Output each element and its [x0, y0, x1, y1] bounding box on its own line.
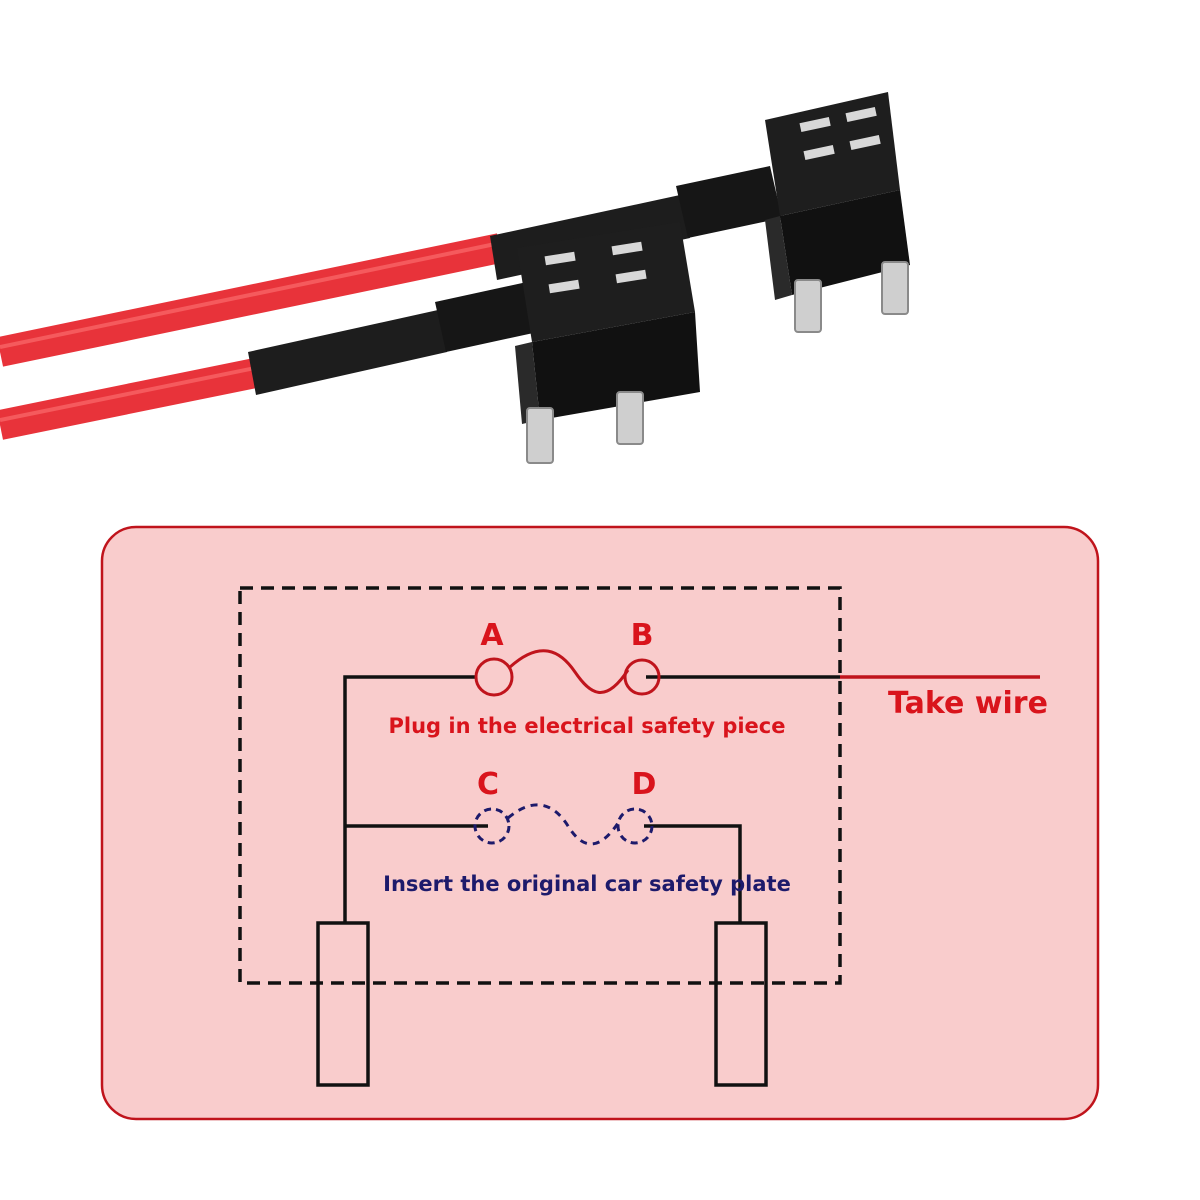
front-blade-right — [616, 391, 644, 445]
front-blade-left — [526, 407, 554, 464]
right-circuit-line — [644, 824, 742, 923]
red-wire-upper — [0, 233, 504, 367]
right-blade-terminal — [714, 921, 768, 1087]
fuse-element-top — [508, 649, 630, 694]
terminal-b-circle — [623, 658, 661, 696]
label-a: A — [480, 618, 504, 653]
fuse-holder-outline — [238, 586, 842, 985]
left-blade-terminal — [316, 921, 370, 1087]
rear-fuse-tap — [765, 92, 910, 333]
label-d: D — [632, 767, 657, 802]
front-fuse-tap — [515, 222, 700, 464]
left-circuit-line — [343, 675, 476, 923]
rear-tap-stem — [676, 166, 782, 238]
diagram-background — [100, 525, 1100, 1121]
fuse-element-bottom — [507, 803, 622, 846]
caption-electrical-safety-piece: Plug in the electrical safety piece — [389, 714, 786, 738]
label-take-wire: Take wire — [888, 686, 1048, 721]
terminal-a-circle — [474, 657, 514, 697]
red-wire-lower — [0, 357, 263, 440]
rear-blade-left — [794, 279, 822, 333]
fuse-tap-photo — [0, 92, 910, 464]
wiring-diagram-panel: A B C D Plug in the electrical safety pi… — [100, 525, 1100, 1121]
front-tap-stem — [435, 282, 538, 352]
caption-original-safety-plate: Insert the original car safety plate — [383, 872, 791, 896]
front-wire-sleeve — [248, 310, 447, 395]
label-c: C — [477, 767, 499, 802]
terminal-c-circle — [473, 807, 511, 845]
terminal-d-circle — [616, 807, 654, 845]
rear-blade-right — [881, 261, 909, 315]
label-b: B — [631, 618, 654, 653]
